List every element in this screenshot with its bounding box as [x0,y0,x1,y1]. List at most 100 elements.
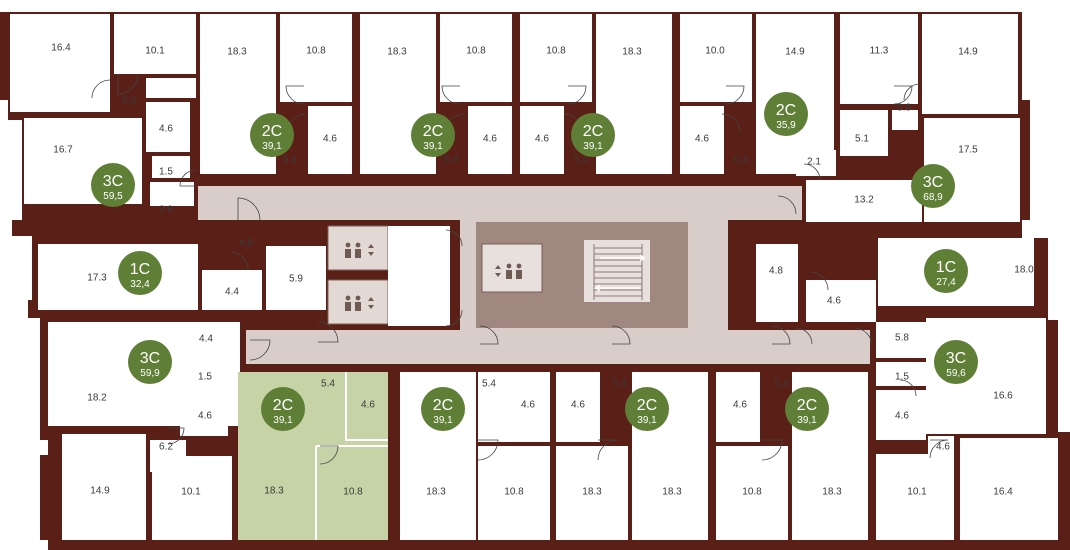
room-area-label: 4.6 [361,400,375,411]
apartment-area-label: 59,9 [140,368,160,379]
room-area-label: 5.4 [321,379,335,390]
stairs-icon [593,244,647,300]
apartment-type-label: 2С [273,397,293,414]
room-area-label: 1.5 [159,167,173,178]
room-area-label: 17.5 [958,145,978,156]
room-area-label: 16.6 [993,391,1013,402]
apartment-badge-circle[interactable] [571,113,615,157]
apartment-area-label: 59,6 [946,368,966,379]
apartment-badge-circle[interactable] [91,163,135,207]
room-area-label: 10.8 [343,487,363,498]
room-area-label: 14.9 [958,47,978,58]
room-area-label: 6.2 [159,442,173,453]
room-area-label: 4.6 [521,400,535,411]
apartment-area-label: 39,1 [423,141,443,152]
apartment-badge-circle[interactable] [934,340,978,384]
apartment-type-label: 2С [262,123,282,140]
apartment-type-label: 2С [583,123,603,140]
room-area-label: 10.8 [466,46,486,57]
apartment-badge-circle[interactable] [421,387,465,431]
room-area-label: 5.4 [574,155,588,166]
room-area-label: 10.0 [705,46,725,57]
apartment-badge-circle[interactable] [411,113,455,157]
apartment-badge-circle[interactable] [625,387,669,431]
room-area-label: 5.4 [482,379,496,390]
room-area-label: 10.1 [907,487,927,498]
room-area-label: 4.6 [827,296,841,307]
elevator-icon [345,242,522,311]
apartment-type-label: 3С [946,350,966,367]
apartment-area-label: 68,9 [923,192,943,203]
apartment-type-label: 2С [776,102,796,119]
room-area-label: 17.3 [87,273,107,284]
room-area-label: 4.6 [483,134,497,145]
apartment-badge-circle[interactable] [785,387,829,431]
selected-apartment-fill [238,372,388,540]
room-area-label: 4.6 [571,400,585,411]
apartment-type-label: 2С [433,397,453,414]
apartment-area-label: 32,4 [130,279,150,290]
room-area-label: 10.8 [742,487,762,498]
room-area-label: 16.7 [53,145,73,156]
apartment-badge-circle[interactable] [924,249,968,293]
room-area-label: 14.9 [90,486,110,497]
apartment-badge-circle[interactable] [261,387,305,431]
room-area-label: 4.6 [936,442,950,453]
apartment-area-label: 39,1 [637,415,657,426]
apartment-area-label: 39,1 [583,141,603,152]
room-area-label: 4.6 [323,134,337,145]
room-area-label: 4.4 [225,287,239,298]
room-area-label: 10.1 [145,46,165,57]
room-area-label: 5.1 [855,134,869,145]
apartment-badges[interactable]: 3С59,52С39,12С39,12С39,12С35,93С68,91С32… [91,92,978,431]
apartment-area-label: 35,9 [776,120,796,131]
door-swings [91,73,949,465]
room-area-label: 18.3 [582,487,602,498]
room-area-label: 10.8 [504,487,524,498]
room-area-label: 10.8 [306,46,326,57]
room-area-label: 14.9 [785,47,805,58]
room-area-label: 4.6 [159,124,173,135]
room-floors [10,14,1058,540]
apartment-type-label: 3С [103,173,123,190]
room-area-label: 16.4 [993,487,1013,498]
room-area-label: 4.6 [695,134,709,145]
room-area-label: 4.8 [239,238,253,249]
room-area-label: 18.3 [264,486,284,497]
room-area-label: 18.2 [87,393,107,404]
apartment-badge-circle[interactable] [128,340,172,384]
room-area-label: 3.9 [159,205,173,216]
room-area-label: 18.3 [387,47,407,58]
apartment-type-label: 3С [923,174,943,191]
room-area-label: 10.8 [546,46,566,57]
apartment-badge-circle[interactable] [118,251,162,295]
apartment-badge-circle[interactable] [250,113,294,157]
room-area-label: 18.0 [1014,265,1034,276]
room-area-label: 5.4 [283,155,297,166]
apartment-area-label: 39,1 [273,415,293,426]
apartment-badge-circle[interactable] [911,164,955,208]
apartment-area-label: 39,1 [797,415,817,426]
apartment-badge-circle[interactable] [764,92,808,136]
room-area-label: 1.5 [198,372,212,383]
apartment-type-label: 2С [797,397,817,414]
room-area-label: 18.3 [662,487,682,498]
room-area-label: 11.3 [870,46,889,57]
room-area-label: 4.6 [535,134,549,145]
room-area-label: 4.6 [733,400,747,411]
